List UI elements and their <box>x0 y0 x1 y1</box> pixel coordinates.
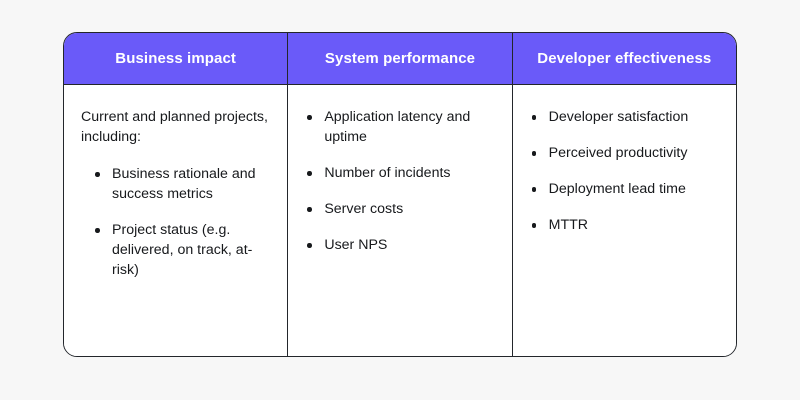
list-item: Project status (e.g. delivered, on track… <box>93 220 269 280</box>
list-item: Application latency and uptime <box>305 107 493 147</box>
column-header-system-performance: System performance <box>287 33 511 84</box>
table-cell-developer-effectiveness: Developer satisfaction Perceived product… <box>511 85 736 356</box>
table-cell-system-performance: Application latency and uptime Number of… <box>287 85 511 356</box>
system-performance-bullet-list: Application latency and uptime Number of… <box>305 107 493 255</box>
list-item: Business rationale and success metrics <box>93 164 269 204</box>
column-header-business-impact: Business impact <box>115 50 237 67</box>
list-item: Perceived productivity <box>530 143 718 163</box>
column-header-developer-effectiveness: Developer effectiveness <box>511 33 736 84</box>
business-impact-intro-text: Current and planned projects, including: <box>81 109 268 145</box>
list-item: Developer satisfaction <box>530 107 718 127</box>
list-item: Server costs <box>305 199 493 219</box>
table-body-row: Current and planned projects, including:… <box>64 85 736 356</box>
list-item: Number of incidents <box>305 163 493 183</box>
list-item: Deployment lead time <box>530 179 718 199</box>
list-item: MTTR <box>530 215 718 235</box>
business-impact-bullet-list: Business rationale and success metrics P… <box>81 164 269 280</box>
table-cell-business-impact: Current and planned projects, including:… <box>64 85 287 356</box>
developer-effectiveness-bullet-list: Developer satisfaction Perceived product… <box>530 107 718 235</box>
metrics-table: Business impact System performance Devel… <box>63 32 737 357</box>
table-header-row: Business impact System performance Devel… <box>64 33 736 85</box>
list-item: User NPS <box>305 235 493 255</box>
